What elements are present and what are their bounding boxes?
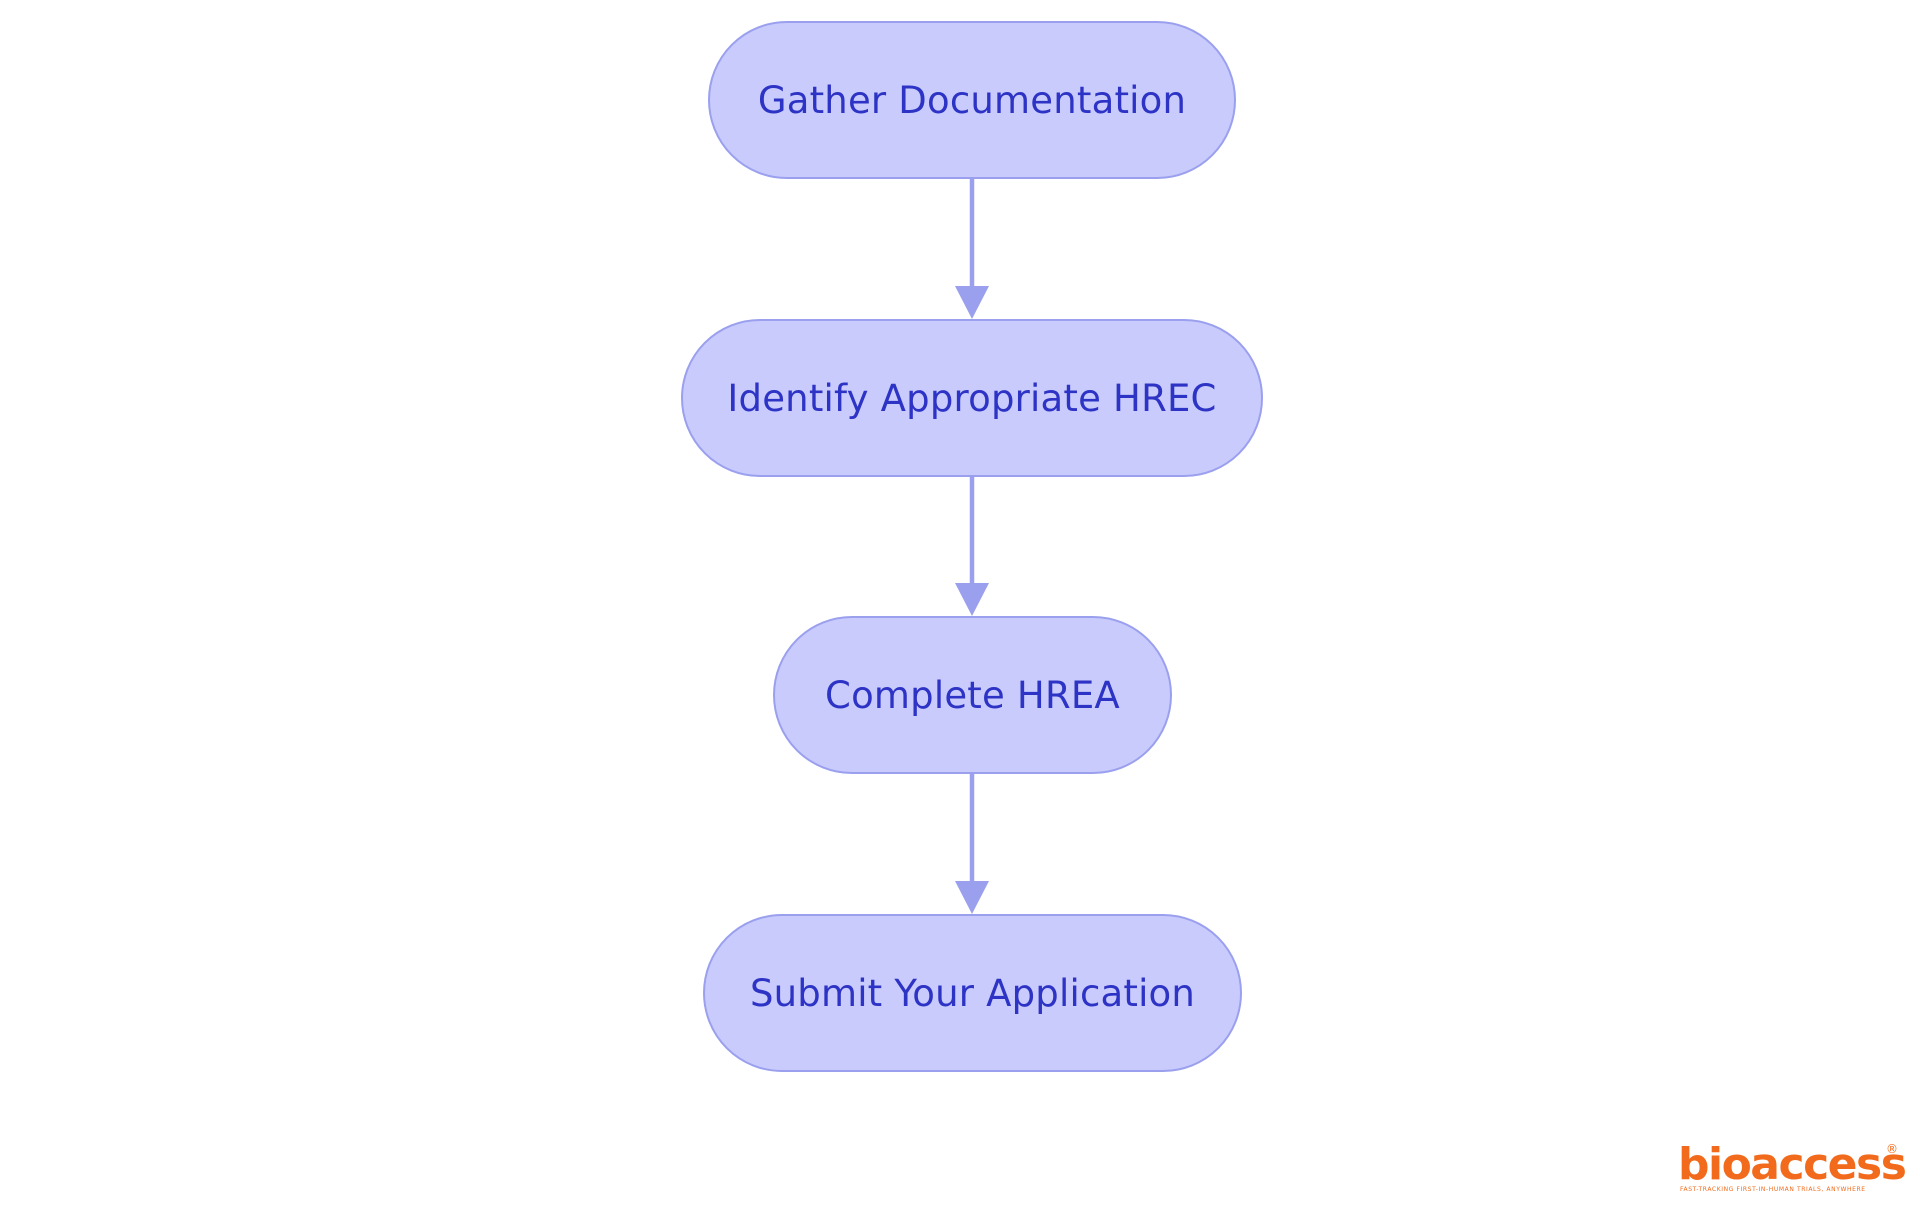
node-label: Gather Documentation	[757, 78, 1187, 122]
arrowhead-3	[955, 881, 989, 914]
bioaccess-logo: bioaccess ® FAST-TRACKING FIRST-IN-HUMAN…	[1678, 1142, 1907, 1194]
node-label: Identify Appropriate HREC	[727, 376, 1217, 420]
connector-1	[955, 179, 989, 319]
node-submit-application: Submit Your Application	[703, 914, 1242, 1072]
arrowhead-2	[955, 583, 989, 616]
registered-mark: ®	[1886, 1142, 1898, 1156]
node-gather-documentation: Gather Documentation	[708, 21, 1236, 179]
node-identify-hrec: Identify Appropriate HREC	[681, 319, 1263, 477]
node-label: Complete HREA	[825, 673, 1120, 717]
node-complete-hrea: Complete HREA	[773, 616, 1172, 774]
connector-3	[955, 774, 989, 914]
arrowhead-1	[955, 286, 989, 319]
logo-wordmark: bioaccess	[1678, 1139, 1907, 1190]
connector-2	[955, 477, 989, 616]
logo-tagline: FAST-TRACKING FIRST-IN-HUMAN TRIALS, ANY…	[1680, 1186, 1866, 1193]
node-label: Submit Your Application	[749, 971, 1196, 1015]
